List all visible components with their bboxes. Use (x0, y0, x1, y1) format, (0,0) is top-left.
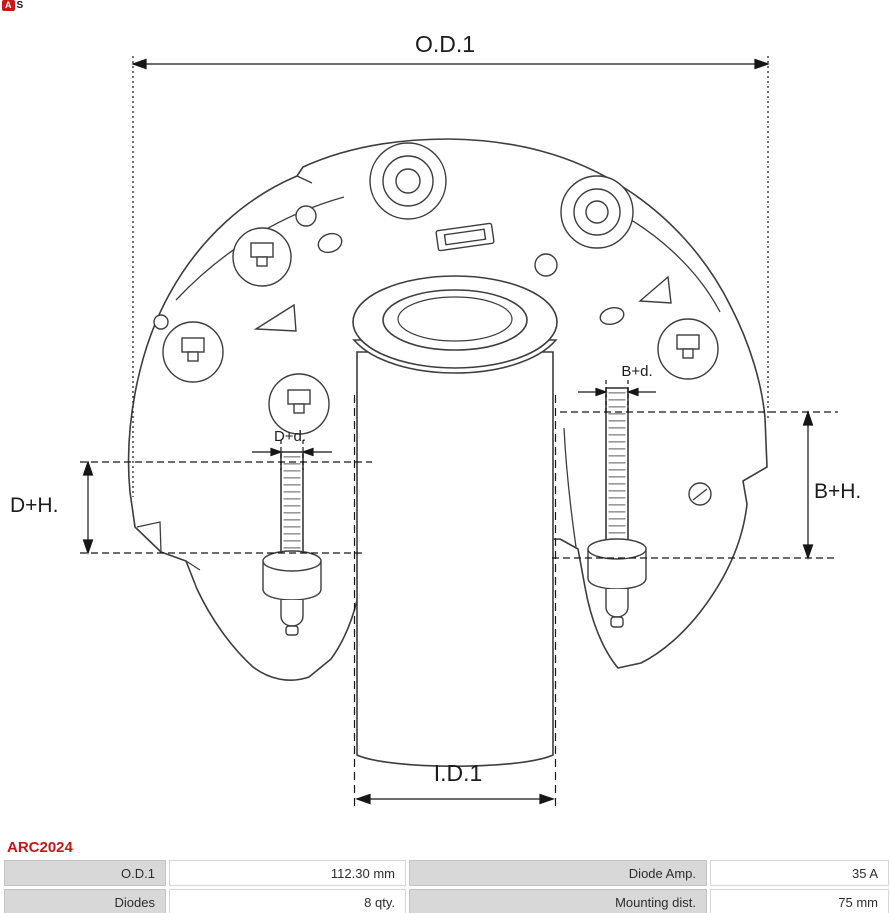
dim-label-bd: B+d. (621, 363, 652, 380)
technical-drawing: O.D.1 I.D.1 D+H. B+H. (10, 31, 861, 806)
center-bore (352, 275, 558, 767)
logo-letter-s: S (16, 0, 24, 11)
hole (295, 205, 317, 227)
hole (599, 306, 625, 326)
dim-label-dh: D+H. (10, 494, 58, 517)
dim-arrow (626, 387, 639, 397)
spec-table: O.D.1 112.30 mm Diode Amp. 35 A Diodes 8… (1, 857, 890, 913)
mount-boss-right (560, 175, 634, 249)
dim-label-od1: O.D.1 (415, 31, 475, 57)
terminal-slot (435, 222, 495, 252)
dim-arrow (301, 447, 314, 457)
dim-arrow (754, 58, 770, 70)
diode (657, 318, 719, 380)
stamped-arrow-left (253, 303, 297, 332)
spec-label-diodes: Diodes (4, 889, 166, 913)
dim-arrow (82, 460, 94, 476)
part-number: ARC2024 (7, 839, 73, 856)
hole (153, 314, 169, 330)
spec-value-diode-amp: 35 A (710, 860, 889, 886)
dim-label-dd: D+d. (274, 428, 306, 445)
hole (534, 253, 558, 277)
spec-label-od1: O.D.1 (4, 860, 166, 886)
diode (268, 373, 330, 435)
diode (162, 321, 224, 383)
spec-value-mounting-dist: 75 mm (710, 889, 889, 913)
dim-arrow (270, 447, 283, 457)
spec-label-diode-amp: Diode Amp. (409, 860, 707, 886)
dim-arrow (82, 539, 94, 555)
logo-letter-a: A (2, 0, 15, 11)
spec-table-row: Diodes 8 qty. Mounting dist. 75 mm (4, 889, 889, 913)
dim-label-id1: I.D.1 (434, 760, 483, 786)
spec-label-mounting-dist: Mounting dist. (409, 889, 707, 913)
dim-arrow (802, 544, 814, 560)
dim-arrow (539, 793, 555, 805)
hole (317, 232, 343, 254)
dim-label-bh: B+H. (814, 480, 861, 503)
hole-slotted (688, 482, 712, 506)
diode (232, 227, 292, 287)
dim-arrow (595, 387, 608, 397)
spec-value-diodes: 8 qty. (169, 889, 406, 913)
plate-features (153, 142, 719, 506)
as-logo: A S (2, 0, 23, 12)
dim-arrow (131, 58, 147, 70)
dim-arrow (355, 793, 371, 805)
stud-bolt-right (587, 387, 647, 628)
stamped-arrow-right (638, 275, 672, 304)
spec-table-row: O.D.1 112.30 mm Diode Amp. 35 A (4, 860, 889, 886)
spec-value-od1: 112.30 mm (169, 860, 406, 886)
mount-boss-left (369, 142, 447, 220)
stud-bolt-left (262, 451, 322, 636)
dim-arrow (802, 410, 814, 426)
dimensions: O.D.1 I.D.1 D+H. B+H. (10, 31, 861, 806)
